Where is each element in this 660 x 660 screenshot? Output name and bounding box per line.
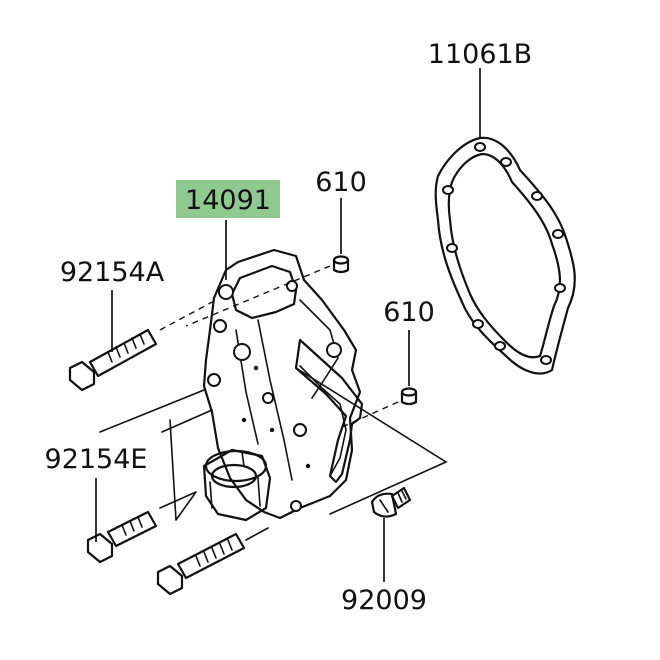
bolt-92154E-upper [86,510,158,564]
screw-axis-lines [295,367,448,515]
bolt-a-axis [159,299,217,331]
bolt-92154A [68,328,158,392]
bolt-92154E-lower [156,532,246,596]
bolt-e-lower-axis [245,527,269,541]
bolt-e-axis-lines [99,389,213,521]
dowel-pin-lower [400,387,418,406]
label-gasket[interactable]: 11061B [428,39,532,70]
screw-92009 [370,486,412,518]
label-bolt-a[interactable]: 92154A [60,257,165,288]
cover-body [202,248,364,522]
label-cover[interactable]: 14091 [185,185,271,216]
gasket [434,136,576,375]
dowel-upper-axis [185,265,331,327]
label-dowel-upper[interactable]: 610 [315,167,367,198]
dowel-lower-axis [339,401,399,429]
dowel-pin-upper [332,255,350,274]
label-bolt-e[interactable]: 92154E [45,444,148,475]
part-number-highlight [176,180,280,218]
label-screw[interactable]: 92009 [341,585,427,616]
label-dowel-lower[interactable]: 610 [383,297,435,328]
